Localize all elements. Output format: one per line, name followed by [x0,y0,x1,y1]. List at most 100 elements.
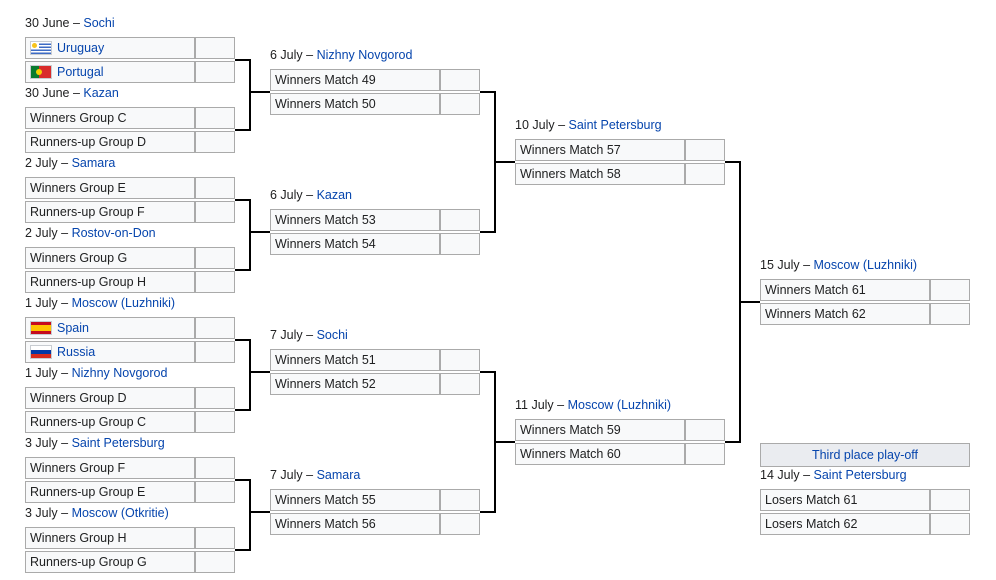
team-name: Winners Match 57 [520,143,621,157]
venue-link[interactable]: Moscow (Luzhniki) [567,398,672,412]
venue-link[interactable]: Samara [316,468,361,482]
venue-link[interactable]: Sochi [83,16,115,30]
qf-match-4-score-2 [440,513,480,535]
venue-link[interactable]: Samara [71,156,116,170]
team-name: Runners-up Group D [30,135,147,149]
team-name: Runners-up Group C [30,415,147,429]
r16-connector-3-b [235,409,250,411]
date-separator: – [553,398,568,412]
r16-match-7-team-2: Runners-up Group E [25,481,195,503]
r16-connector-4-a [235,479,250,481]
team-name: Winners Group F [30,461,126,475]
r16-connector-4-v [249,479,251,551]
team-name[interactable]: Russia [57,345,96,359]
match-date: 2 July [25,226,58,240]
team-name[interactable]: Spain [57,321,89,335]
venue-link[interactable]: Kazan [316,188,353,202]
qf-match-2-team-2: Winners Match 54 [270,233,440,255]
match-date: 3 July [25,506,58,520]
qf-match-3-score-2 [440,373,480,395]
r16-match-7-score-2 [195,481,235,503]
r16-match-4-score-2 [195,271,235,293]
match-date: 15 July [760,258,800,272]
venue-link[interactable]: Moscow (Luzhniki) [813,258,918,272]
match-date: 30 June [25,16,70,30]
qf-match-1-score-1 [440,69,480,91]
r16-connector-4-b [235,549,250,551]
date-separator: – [799,468,814,482]
qf-match-4-team-1: Winners Match 55 [270,489,440,511]
r16-connector-3-v [249,339,251,411]
r16-match-2-score-2 [195,131,235,153]
match-date: 6 July [270,48,303,62]
r16-match-8-team-1: Winners Group H [25,527,195,549]
sf-match-2-score-1 [685,419,725,441]
venue-link[interactable]: Nizhny Novgorod [71,366,168,380]
date-separator: – [302,48,317,62]
date-separator: – [302,188,317,202]
r16-match-4-score-1 [195,247,235,269]
venue-link[interactable]: Saint Petersburg [813,468,907,482]
r16-match-5-score-1 [195,317,235,339]
date-separator: – [554,118,569,132]
team-name: Winners Group D [30,391,127,405]
r16-match-7-team-1: Winners Group F [25,457,195,479]
r16-match-2-team-1: Winners Group C [25,107,195,129]
r16-match-3-score-1 [195,177,235,199]
venue-link[interactable]: Rostov-on-Don [71,226,156,240]
team-name[interactable]: Portugal [57,65,104,79]
r16-match-1-team-1: Uruguay [25,37,195,59]
r16-match-8-team-2: Runners-up Group G [25,551,195,573]
match-date: 2 July [25,156,58,170]
sf-connector-a [725,161,740,163]
team-name: Winners Match 60 [520,447,621,461]
sf-match-1-header: 10 July – Saint Petersburg [515,117,662,133]
qf-match-1-header: 6 July – Nizhny Novgorod [270,47,412,63]
qf-match-4-team-2: Winners Match 56 [270,513,440,535]
team-name: Winners Match 55 [275,493,376,507]
venue-link[interactable]: Kazan [83,86,119,100]
third-place-match-score-1 [930,489,970,511]
team-name: Losers Match 61 [765,493,858,507]
venue-link[interactable]: Saint Petersburg [71,436,165,450]
r16-match-6-score-2 [195,411,235,433]
r16-match-4-team-1: Winners Group G [25,247,195,269]
venue-link[interactable]: Saint Petersburg [568,118,662,132]
date-separator: – [799,258,814,272]
venue-link[interactable]: Nizhny Novgorod [316,48,413,62]
r16-match-8-header: 3 July – Moscow (Otkritie) [25,505,169,521]
third-place-link[interactable]: Third place play-off [811,448,919,462]
qf-match-1-team-2: Winners Match 50 [270,93,440,115]
team-name[interactable]: Uruguay [57,41,105,55]
match-date: 1 July [25,296,58,310]
team-name: Winners Match 49 [275,73,376,87]
team-name: Winners Group C [30,111,127,125]
sf-connector-b [725,441,740,443]
sf-match-1-team-1: Winners Match 57 [515,139,685,161]
match-date: 11 July [515,398,554,412]
sf-match-1-team-2: Winners Match 58 [515,163,685,185]
date-separator: – [302,328,317,342]
team-name: Winners Group E [30,181,126,195]
r16-connector-1-a [235,59,250,61]
venue-link[interactable]: Moscow (Otkritie) [71,506,169,520]
third-place-match-score-2 [930,513,970,535]
team-name: Winners Match 62 [765,307,866,321]
match-date: 10 July [515,118,555,132]
third-place-title[interactable]: Third place play-off [760,443,970,467]
venue-link[interactable]: Moscow (Luzhniki) [71,296,176,310]
qf-match-3-team-2: Winners Match 52 [270,373,440,395]
r16-connector-4-out [250,511,270,513]
date-separator: – [69,86,84,100]
venue-link[interactable]: Sochi [316,328,348,342]
r16-match-1-score-1 [195,37,235,59]
uruguay-flag-icon [30,41,52,55]
team-name: Winners Match 54 [275,237,376,251]
final-match-score-1 [930,279,970,301]
match-date: 30 June [25,86,70,100]
r16-match-6-header: 1 July – Nizhny Novgorod [25,365,167,381]
third-place-match-team-1: Losers Match 61 [760,489,930,511]
r16-match-4-header: 2 July – Rostov-on-Don [25,225,156,241]
team-name: Runners-up Group E [30,485,146,499]
team-name: Runners-up Group H [30,275,147,289]
